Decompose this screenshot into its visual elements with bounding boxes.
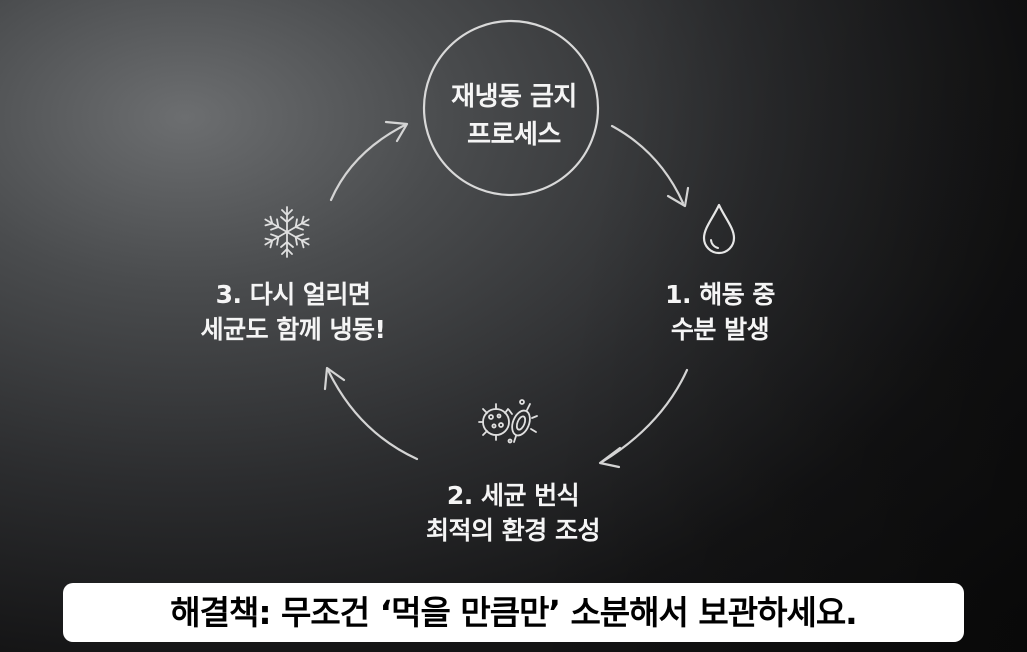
bacteria-icon: [478, 399, 538, 444]
step-2-title: 2. 세균 번식: [446, 481, 580, 510]
caption-text: 해결책: 무조건 ‘먹을 만큼만’ 소분해서 보관하세요.: [170, 593, 857, 632]
arrowhead-step3-to-center: [384, 120, 409, 143]
step-3-label: 3. 다시 얼리면 세균도 함께 냉동!: [168, 277, 418, 347]
arrow-center-to-step1: [610, 124, 685, 205]
snowflake-icon: [264, 206, 310, 258]
step-2-label: 2. 세균 번식 최적의 환경 조성: [408, 478, 618, 548]
water-drop-icon: [702, 203, 736, 255]
step-1-title: 1. 해동 중: [665, 280, 775, 309]
center-title-line1: 재냉동 금지: [451, 82, 577, 112]
center-circle: [422, 19, 600, 197]
arrowhead-center-to-step1: [666, 186, 690, 208]
arrowhead-step1-to-step2: [598, 446, 622, 469]
step-3-desc: 세균도 함께 냉동!: [200, 315, 386, 344]
step-2-desc: 최적의 환경 조성: [426, 516, 600, 545]
step-3-title: 3. 다시 얼리면: [215, 280, 371, 309]
center-title-line2: 프로세스: [467, 120, 561, 150]
step-1-desc: 수분 발생: [670, 315, 770, 344]
caption-bar: 해결책: 무조건 ‘먹을 만큼만’ 소분해서 보관하세요.: [63, 583, 964, 642]
arrow-step2-to-step3: [326, 368, 419, 461]
arrow-step1-to-step2: [600, 368, 689, 464]
arrowhead-step2-to-step3: [323, 366, 346, 391]
step-1-label: 1. 해동 중 수분 발생: [635, 277, 805, 347]
arrow-step3-to-center: [329, 123, 407, 202]
center-title: 재냉동 금지 프로세스: [424, 78, 604, 154]
